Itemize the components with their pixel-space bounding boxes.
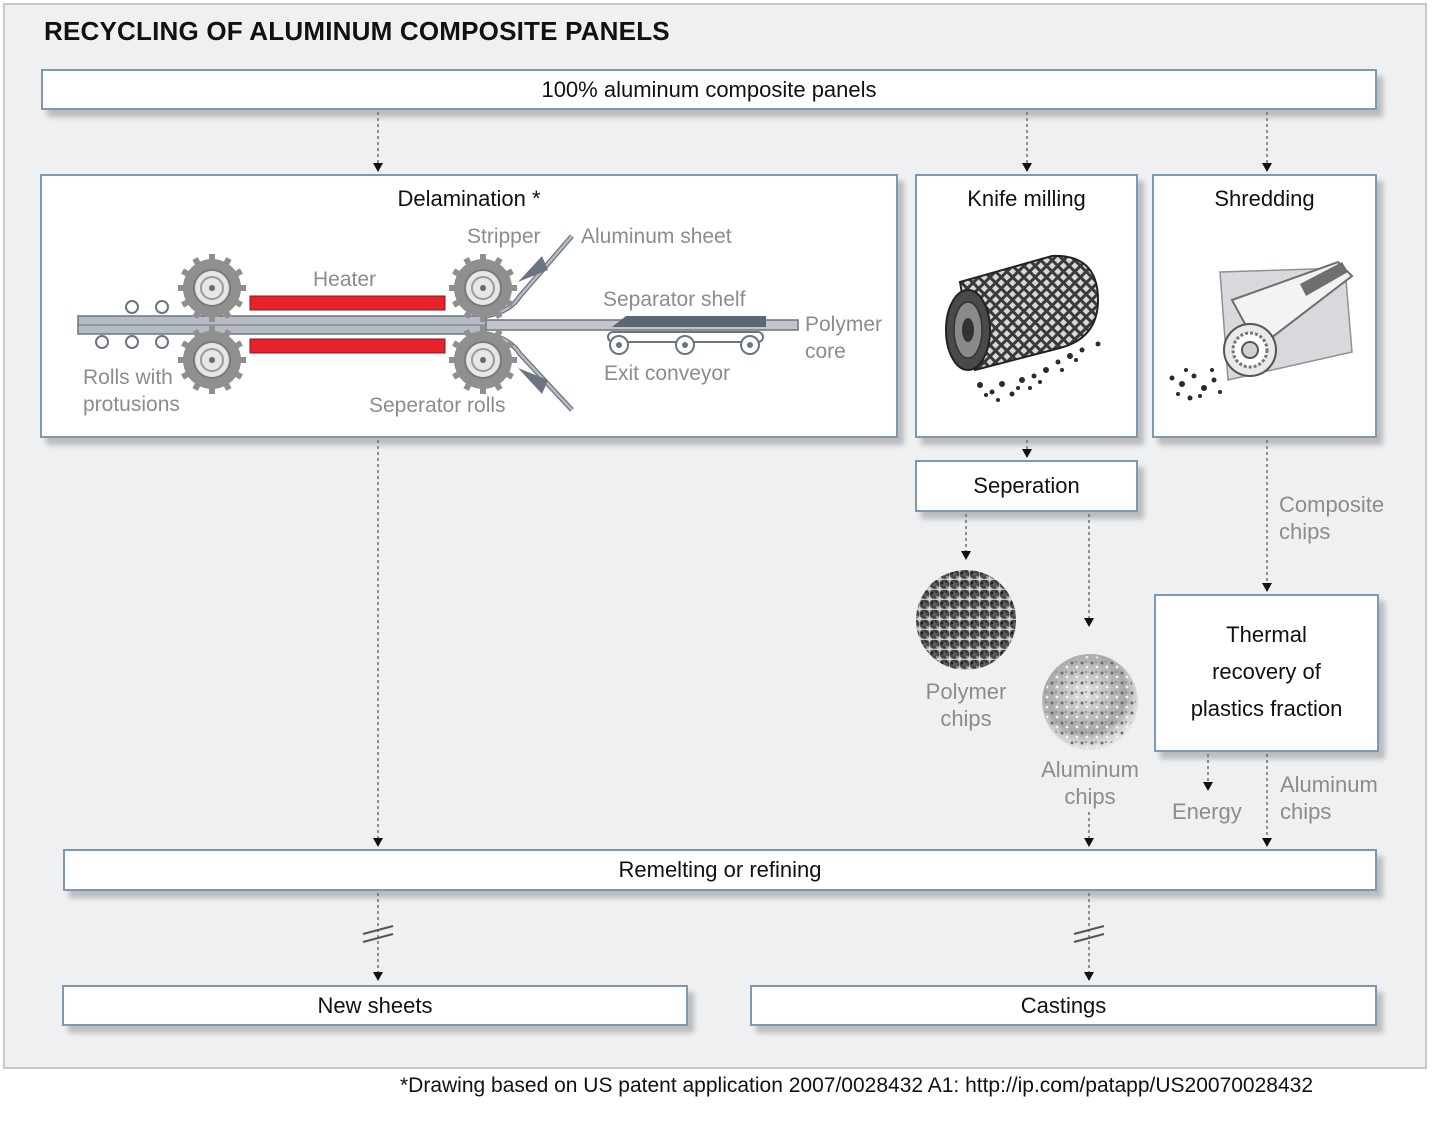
separation-box: Seperation xyxy=(915,460,1138,512)
separator-rolls-label: Seperator rolls xyxy=(369,394,506,417)
aluminum-chips-sep-line-2: chips xyxy=(1064,784,1116,809)
connector-lines xyxy=(377,112,1268,972)
new-sheets-label: New sheets xyxy=(317,992,433,1018)
thermal-line-2: recovery of xyxy=(1212,659,1321,684)
thermal-line-3: plastics fraction xyxy=(1190,696,1343,721)
polymer-chips-label: Polymer chips xyxy=(916,678,1016,732)
composite-chips-line-2: chips xyxy=(1279,519,1331,544)
polymer-core-line-2: core xyxy=(805,340,846,363)
aluminum-sheet-label: Aluminum sheet xyxy=(581,225,732,248)
remelting-label: Remelting or refining xyxy=(618,857,822,882)
input-box: 100% aluminum composite panels xyxy=(41,69,1377,110)
shredder-machine xyxy=(1169,260,1354,401)
castings-box: Castings xyxy=(750,985,1377,1026)
knife-mill-drum xyxy=(945,254,1101,402)
aluminum-chips-thermal-line-1: Aluminum xyxy=(1280,772,1378,797)
connector-arrowheads xyxy=(373,163,1272,981)
delamination-label: Delamination * xyxy=(397,186,541,211)
thermal-recovery-label: Thermal recovery of plastics fraction xyxy=(1156,616,1377,727)
remelting-box: Remelting or refining xyxy=(63,849,1377,891)
polymer-core-line-1: Polymer xyxy=(805,313,883,336)
break-marks xyxy=(362,925,1105,943)
heater-label: Heater xyxy=(313,268,377,291)
separation-label: Seperation xyxy=(973,473,1080,498)
separator-shelf-label: Separator shelf xyxy=(603,288,746,311)
aluminum-chips-thermal-line-2: chips xyxy=(1280,799,1332,824)
delamination-machine xyxy=(77,234,799,412)
thermal-line-1: Thermal xyxy=(1226,622,1307,647)
stripper-label: Stripper xyxy=(467,225,541,248)
composite-chips-label: Composite chips xyxy=(1279,491,1384,545)
aluminum-chips-thermal-label: Aluminum chips xyxy=(1280,771,1378,825)
thermal-recovery-box: Thermal recovery of plastics fraction xyxy=(1154,594,1379,752)
polymer-chips-line-1: Polymer xyxy=(925,679,1007,704)
exit-conveyor-label: Exit conveyor xyxy=(604,362,731,385)
polymer-core-label: Polymer core xyxy=(805,311,882,365)
polymer-chips-pile xyxy=(916,570,1016,670)
energy-label: Energy xyxy=(1172,799,1242,824)
rolls-line-1: Rolls with xyxy=(83,366,173,389)
castings-label: Castings xyxy=(1020,992,1107,1018)
aluminum-chips-pile xyxy=(1042,654,1138,750)
diagram-title: RECYCLING OF ALUMINUM COMPOSITE PANELS xyxy=(44,16,670,46)
footnote: *Drawing based on US patent application … xyxy=(400,1074,1314,1097)
aluminum-chips-sep-line-1: Aluminum xyxy=(1041,757,1139,782)
input-label: 100% aluminum composite panels xyxy=(541,76,877,102)
rolls-line-2: protusions xyxy=(83,393,180,416)
polymer-chips-line-2: chips xyxy=(940,706,992,731)
shredding-label: Shredding xyxy=(1214,186,1315,211)
new-sheets-box: New sheets xyxy=(62,985,688,1026)
composite-chips-line-1: Composite xyxy=(1279,492,1385,517)
knife-milling-label: Knife milling xyxy=(967,186,1086,211)
rolls-with-protusions-label: Rolls with protusions xyxy=(83,364,180,418)
aluminum-chips-sep-label: Aluminum chips xyxy=(1034,756,1146,810)
